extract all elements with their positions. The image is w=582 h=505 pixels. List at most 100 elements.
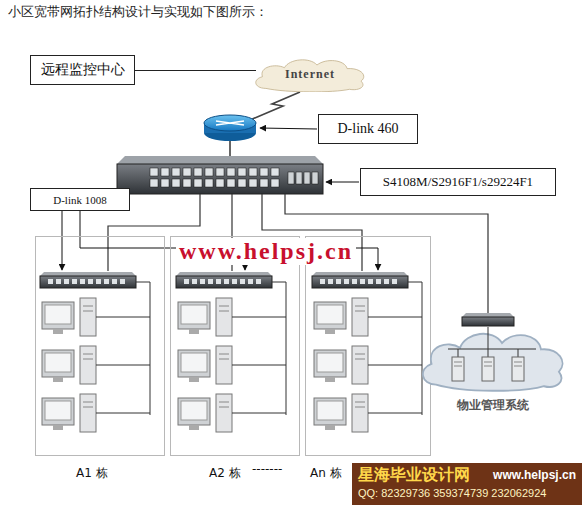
switch-port bbox=[150, 179, 158, 187]
drive-bay bbox=[355, 359, 365, 360]
drive-bay bbox=[454, 366, 462, 367]
system-label: 物业管理系统 bbox=[418, 397, 568, 414]
drive-bay bbox=[484, 362, 492, 363]
switch-port bbox=[336, 279, 341, 284]
switch-port bbox=[88, 279, 93, 284]
uplink-port bbox=[312, 172, 318, 184]
lan-wire bbox=[518, 349, 519, 357]
property-system-cloud: 物业管理系统 bbox=[418, 327, 568, 419]
monitor bbox=[178, 302, 210, 329]
monitor-screen bbox=[181, 353, 207, 372]
monitor-screen bbox=[45, 305, 71, 324]
pc-tower bbox=[352, 298, 368, 336]
monitor-screen bbox=[45, 353, 71, 372]
switch-port bbox=[238, 179, 246, 187]
monitor-stand bbox=[189, 377, 199, 382]
switch-port bbox=[238, 168, 246, 176]
uplink-port bbox=[304, 172, 310, 184]
cloud-outline bbox=[256, 60, 364, 92]
lan-wire bbox=[150, 282, 151, 415]
connector-line bbox=[135, 70, 256, 71]
building-label: A1 栋 bbox=[76, 465, 108, 482]
switch-port bbox=[172, 168, 180, 176]
drive-bay bbox=[83, 311, 93, 312]
monitor-screen bbox=[181, 401, 207, 420]
cloud-label: Internet bbox=[285, 67, 335, 82]
switch-port bbox=[112, 279, 117, 284]
lan-wire bbox=[272, 282, 286, 283]
switch-port bbox=[205, 168, 213, 176]
drive-bay bbox=[83, 407, 93, 408]
switch-port bbox=[384, 279, 389, 284]
switch-port bbox=[64, 279, 69, 284]
site-banner: 星海毕业设计网www.helpsj.cnQQ: 82329736 3593747… bbox=[352, 463, 582, 505]
box-label: D-link 1008 bbox=[53, 194, 106, 206]
lan-wire bbox=[96, 365, 150, 366]
switch-port bbox=[150, 168, 158, 176]
drive-bay bbox=[355, 354, 365, 355]
drive-bay bbox=[355, 407, 365, 408]
lan-wire bbox=[448, 349, 536, 350]
lan-wire bbox=[458, 349, 459, 357]
switch-port bbox=[260, 179, 268, 187]
monitor-stand bbox=[53, 329, 63, 334]
drive-bay bbox=[219, 359, 229, 360]
building-panel: A2 栋 bbox=[170, 236, 300, 456]
lan-wire bbox=[232, 413, 286, 414]
switch-port bbox=[227, 179, 235, 187]
switch-port bbox=[48, 279, 53, 284]
monitor-stand bbox=[189, 329, 199, 334]
monitor-screen bbox=[317, 353, 343, 372]
pc-tower bbox=[352, 394, 368, 432]
building-panel: An 栋 bbox=[305, 236, 431, 456]
server-icon bbox=[512, 357, 524, 381]
lan-wire bbox=[96, 317, 150, 318]
lan-wire bbox=[408, 282, 422, 283]
monitor bbox=[42, 302, 74, 329]
lan-wire bbox=[368, 317, 422, 318]
leader-line bbox=[326, 182, 359, 183]
switch-port bbox=[240, 279, 245, 284]
monitor-screen bbox=[181, 305, 207, 324]
drive-bay bbox=[83, 359, 93, 360]
uplink-port bbox=[296, 172, 302, 184]
access-switch bbox=[40, 276, 136, 288]
switch-port bbox=[194, 179, 202, 187]
monitor-stand bbox=[325, 425, 335, 430]
switch-port bbox=[376, 279, 381, 284]
switch-port bbox=[224, 279, 229, 284]
switch-port bbox=[352, 279, 357, 284]
switch-port bbox=[56, 279, 61, 284]
switch-port bbox=[260, 168, 268, 176]
drive-bay bbox=[484, 366, 492, 367]
callout-box: D-link 460 bbox=[318, 114, 418, 144]
switch-port bbox=[392, 279, 397, 284]
leader-line bbox=[260, 128, 317, 129]
switch-port bbox=[184, 279, 189, 284]
internet-cloud: Internet bbox=[252, 56, 368, 92]
lan-wire bbox=[96, 413, 150, 414]
switch-port bbox=[192, 279, 197, 284]
drive-bay bbox=[454, 362, 462, 363]
switch-port bbox=[271, 168, 279, 176]
drive-bay bbox=[219, 306, 229, 307]
building-panel: A1 栋 bbox=[35, 236, 165, 456]
drive-bay bbox=[514, 362, 522, 363]
callout-box: S4108M/S2916F1/s29224F1 bbox=[360, 168, 556, 196]
lan-wire bbox=[232, 365, 286, 366]
drive-bay bbox=[355, 306, 365, 307]
monitor-stand bbox=[325, 329, 335, 334]
building-label: An 栋 bbox=[310, 465, 342, 482]
drive-bay bbox=[83, 354, 93, 355]
cloud-outline bbox=[423, 334, 563, 391]
lan-wire bbox=[136, 282, 150, 283]
server-icon bbox=[482, 357, 494, 381]
drive-bay bbox=[219, 402, 229, 403]
switch-port bbox=[344, 279, 349, 284]
cloud-shape bbox=[418, 327, 568, 393]
box-label: D-link 460 bbox=[337, 121, 398, 137]
switch-port bbox=[360, 279, 365, 284]
pc-tower bbox=[216, 394, 232, 432]
drive-bay bbox=[355, 402, 365, 403]
lan-wire bbox=[422, 282, 423, 415]
